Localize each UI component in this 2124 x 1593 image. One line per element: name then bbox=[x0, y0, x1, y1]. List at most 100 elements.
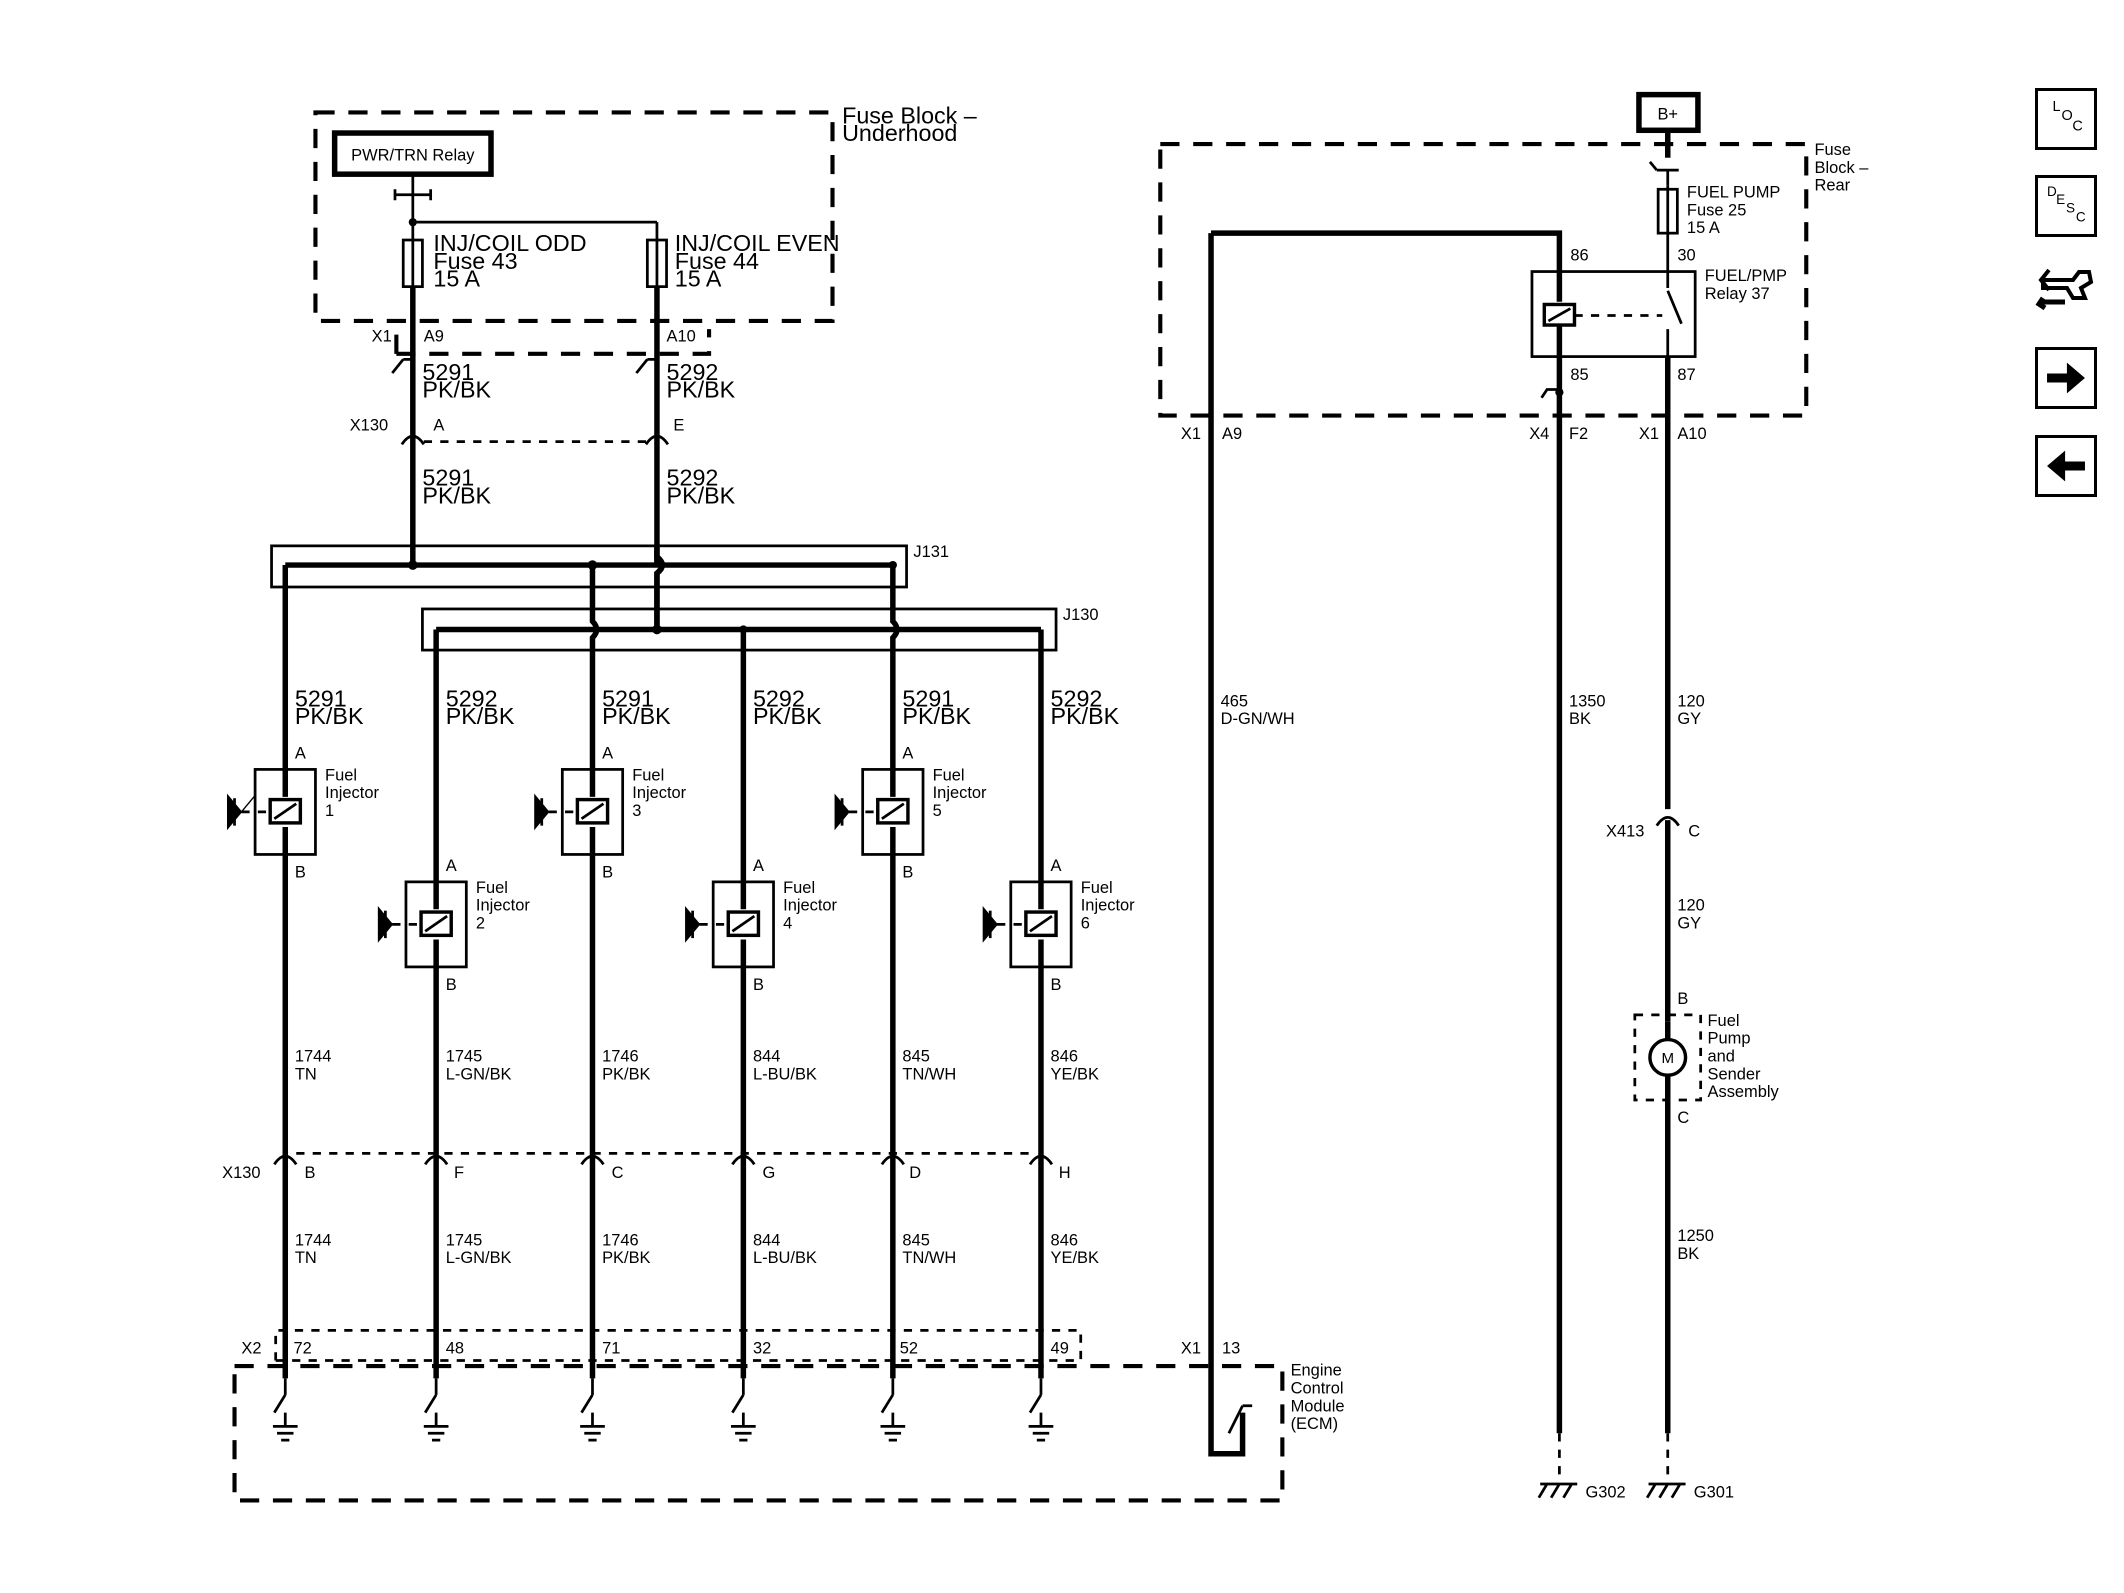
svg-text:A: A bbox=[446, 857, 457, 875]
svg-text:A: A bbox=[295, 744, 306, 762]
x413-pin-c: C bbox=[1688, 823, 1700, 841]
previous-page-button[interactable] bbox=[2035, 435, 2097, 497]
pin-a10: A10 bbox=[667, 328, 696, 346]
x130-pin-f: F bbox=[454, 1164, 464, 1182]
j131-label: J131 bbox=[913, 543, 949, 561]
next-page-button[interactable] bbox=[2035, 347, 2097, 409]
loc-icon: L O C bbox=[2052, 99, 2082, 135]
x1-label: X1 bbox=[372, 328, 392, 346]
fuel-pump-motor-label: M bbox=[1661, 1050, 1674, 1067]
svg-text:A: A bbox=[753, 857, 764, 875]
svg-text:A: A bbox=[602, 744, 613, 762]
pump-pin-b: B bbox=[1677, 990, 1688, 1008]
ecm-pin-49: 49 bbox=[1051, 1340, 1069, 1358]
x130-pin-d: D bbox=[909, 1164, 921, 1182]
connector-tool-icon bbox=[2035, 268, 2094, 311]
ground-g302-icon bbox=[1537, 1482, 1578, 1499]
j131-splice bbox=[270, 544, 908, 589]
svg-text:B: B bbox=[295, 864, 306, 882]
relay-pin-30: 30 bbox=[1677, 247, 1695, 265]
loc-button[interactable]: L O C bbox=[2035, 88, 2097, 150]
ground-g301-label: G301 bbox=[1694, 1484, 1734, 1502]
x130-pin-b: B bbox=[304, 1164, 315, 1182]
svg-text:S: S bbox=[2066, 200, 2075, 215]
desc-button[interactable]: D E S C bbox=[2035, 175, 2097, 237]
connector-tool-button[interactable] bbox=[2035, 258, 2097, 320]
svg-text:C: C bbox=[2072, 119, 2082, 135]
bplus-label: B+ bbox=[1657, 105, 1678, 123]
bplus-box bbox=[1636, 91, 1701, 134]
svg-text:B: B bbox=[1051, 976, 1062, 994]
ground-g301-icon bbox=[1645, 1482, 1686, 1499]
ecm-drivers bbox=[272, 1378, 1054, 1442]
ecm-pin-48: 48 bbox=[446, 1340, 464, 1358]
pump-pin-c: C bbox=[1677, 1109, 1689, 1127]
relay-pin-86: 86 bbox=[1570, 247, 1588, 265]
svg-text:D: D bbox=[2047, 184, 2057, 199]
x413-label: X413 bbox=[1606, 823, 1644, 841]
ecm-pin-72: 72 bbox=[294, 1340, 312, 1358]
fuse-block-underhood-label2: Underhood bbox=[842, 120, 957, 146]
fuse-block-underhood-label: Fuse Block – bbox=[842, 102, 977, 128]
j130-label: J130 bbox=[1063, 606, 1099, 624]
next-arrow-icon bbox=[2047, 362, 2085, 394]
svg-text:B: B bbox=[602, 864, 613, 882]
x130-pin-h: H bbox=[1059, 1164, 1071, 1182]
fuel-pump-relay bbox=[1530, 270, 1697, 358]
x130-pin-c: C bbox=[612, 1164, 624, 1182]
svg-text:E: E bbox=[2056, 192, 2065, 207]
relay-pin-87: 87 bbox=[1677, 366, 1695, 384]
x130-top-label: X130 bbox=[350, 417, 388, 435]
ecm-pin-32: 32 bbox=[753, 1340, 771, 1358]
svg-text:A: A bbox=[902, 744, 913, 762]
x130-bottom-label: X130 bbox=[222, 1164, 260, 1182]
previous-arrow-icon bbox=[2047, 450, 2085, 482]
ground-g302-label: G302 bbox=[1585, 1484, 1625, 1502]
svg-text:B: B bbox=[446, 976, 457, 994]
pin-a9: A9 bbox=[424, 328, 444, 346]
desc-icon: D E S C bbox=[2047, 184, 2086, 224]
svg-text:C: C bbox=[2076, 209, 2086, 224]
ecm-pin-52: 52 bbox=[900, 1340, 918, 1358]
svg-text:L: L bbox=[2052, 99, 2060, 115]
ecm-pin-13: 13 bbox=[1222, 1340, 1240, 1358]
j130-splice bbox=[421, 607, 1058, 652]
